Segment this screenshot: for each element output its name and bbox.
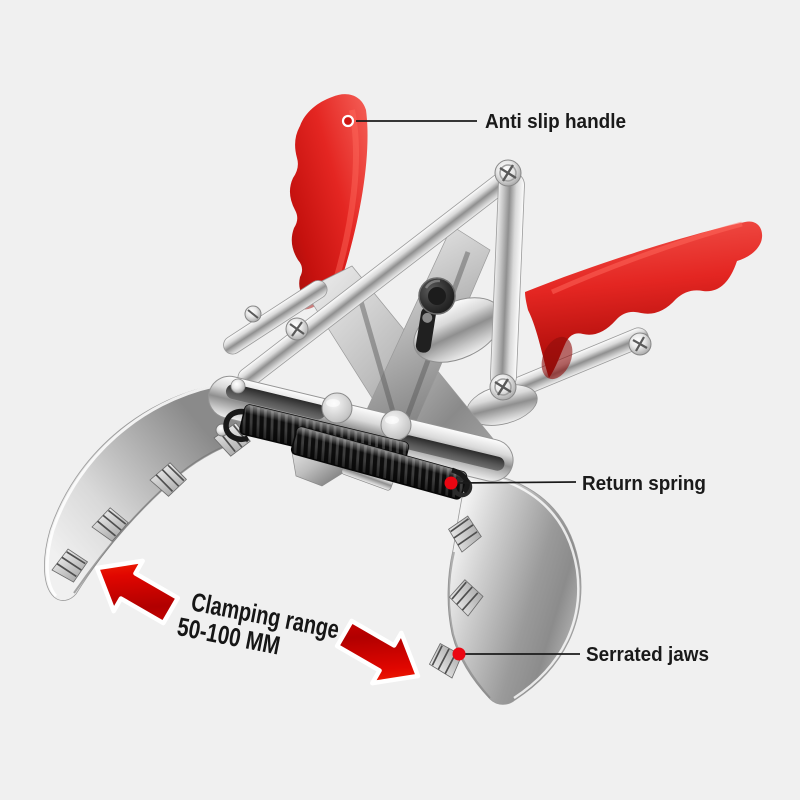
- right-handle: [525, 221, 763, 380]
- rivet: [380, 409, 412, 441]
- adjustment-slot: [415, 306, 436, 353]
- rivet: [321, 392, 353, 424]
- screw: [489, 373, 517, 401]
- bar-slot: [400, 435, 505, 471]
- right-jaw-highlight-edge: [469, 470, 580, 700]
- link-arm-short: [223, 280, 328, 355]
- annotation-anti-slip-handle: Anti slip handle: [341, 110, 626, 133]
- leader-line: [457, 481, 577, 484]
- left-jaw-highlight-edge: [45, 384, 215, 598]
- screw: [628, 332, 652, 356]
- marker-dot: [444, 476, 458, 490]
- label-anti-slip-handle: Anti slip handle: [485, 110, 626, 133]
- marker-dot: [341, 114, 355, 128]
- label-return-spring: Return spring: [582, 472, 706, 495]
- spring-hook-left: [223, 408, 254, 442]
- screw: [494, 159, 522, 187]
- arrow-right-icon: [334, 618, 421, 686]
- right-jaw: [428, 469, 582, 705]
- marker-dot: [452, 647, 466, 661]
- screw: [285, 317, 309, 341]
- bar-slot: [225, 384, 326, 420]
- adjuster-bar: [208, 375, 514, 482]
- pivot-body: [303, 225, 503, 475]
- arrow-left-icon: [94, 558, 181, 626]
- label-serrated-jaws: Serrated jaws: [586, 643, 709, 666]
- annotation-return-spring: Return spring: [444, 472, 706, 495]
- left-jaw: [44, 384, 256, 601]
- annotation-serrated-jaws: Serrated jaws: [452, 643, 709, 666]
- return-spring-coil: [215, 404, 473, 500]
- screw: [244, 305, 262, 323]
- bar-screw: [230, 378, 246, 394]
- screws: [244, 159, 652, 401]
